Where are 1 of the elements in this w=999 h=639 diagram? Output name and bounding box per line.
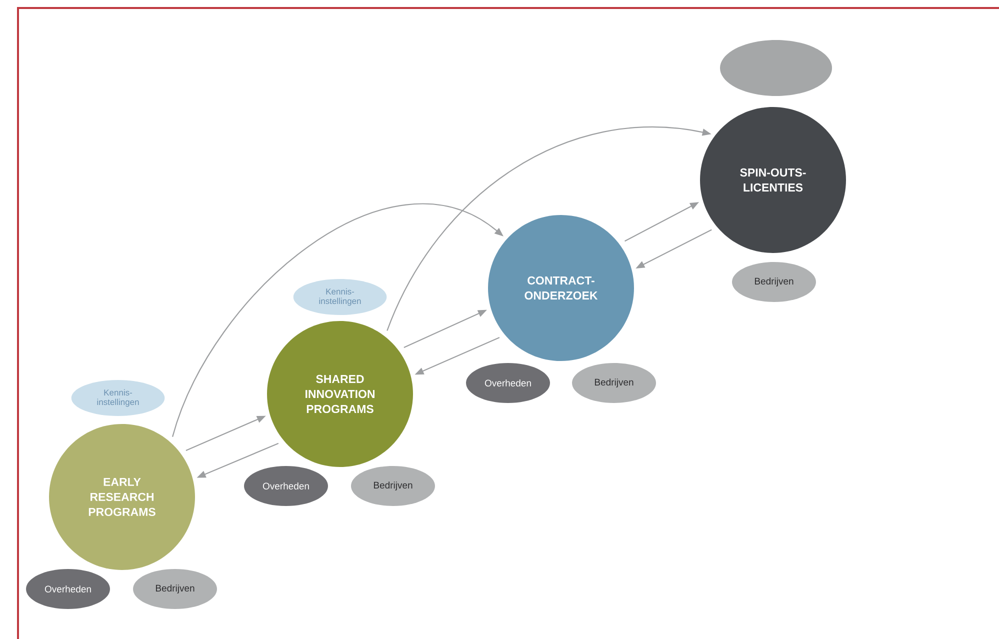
empty-ellipse — [720, 40, 832, 96]
